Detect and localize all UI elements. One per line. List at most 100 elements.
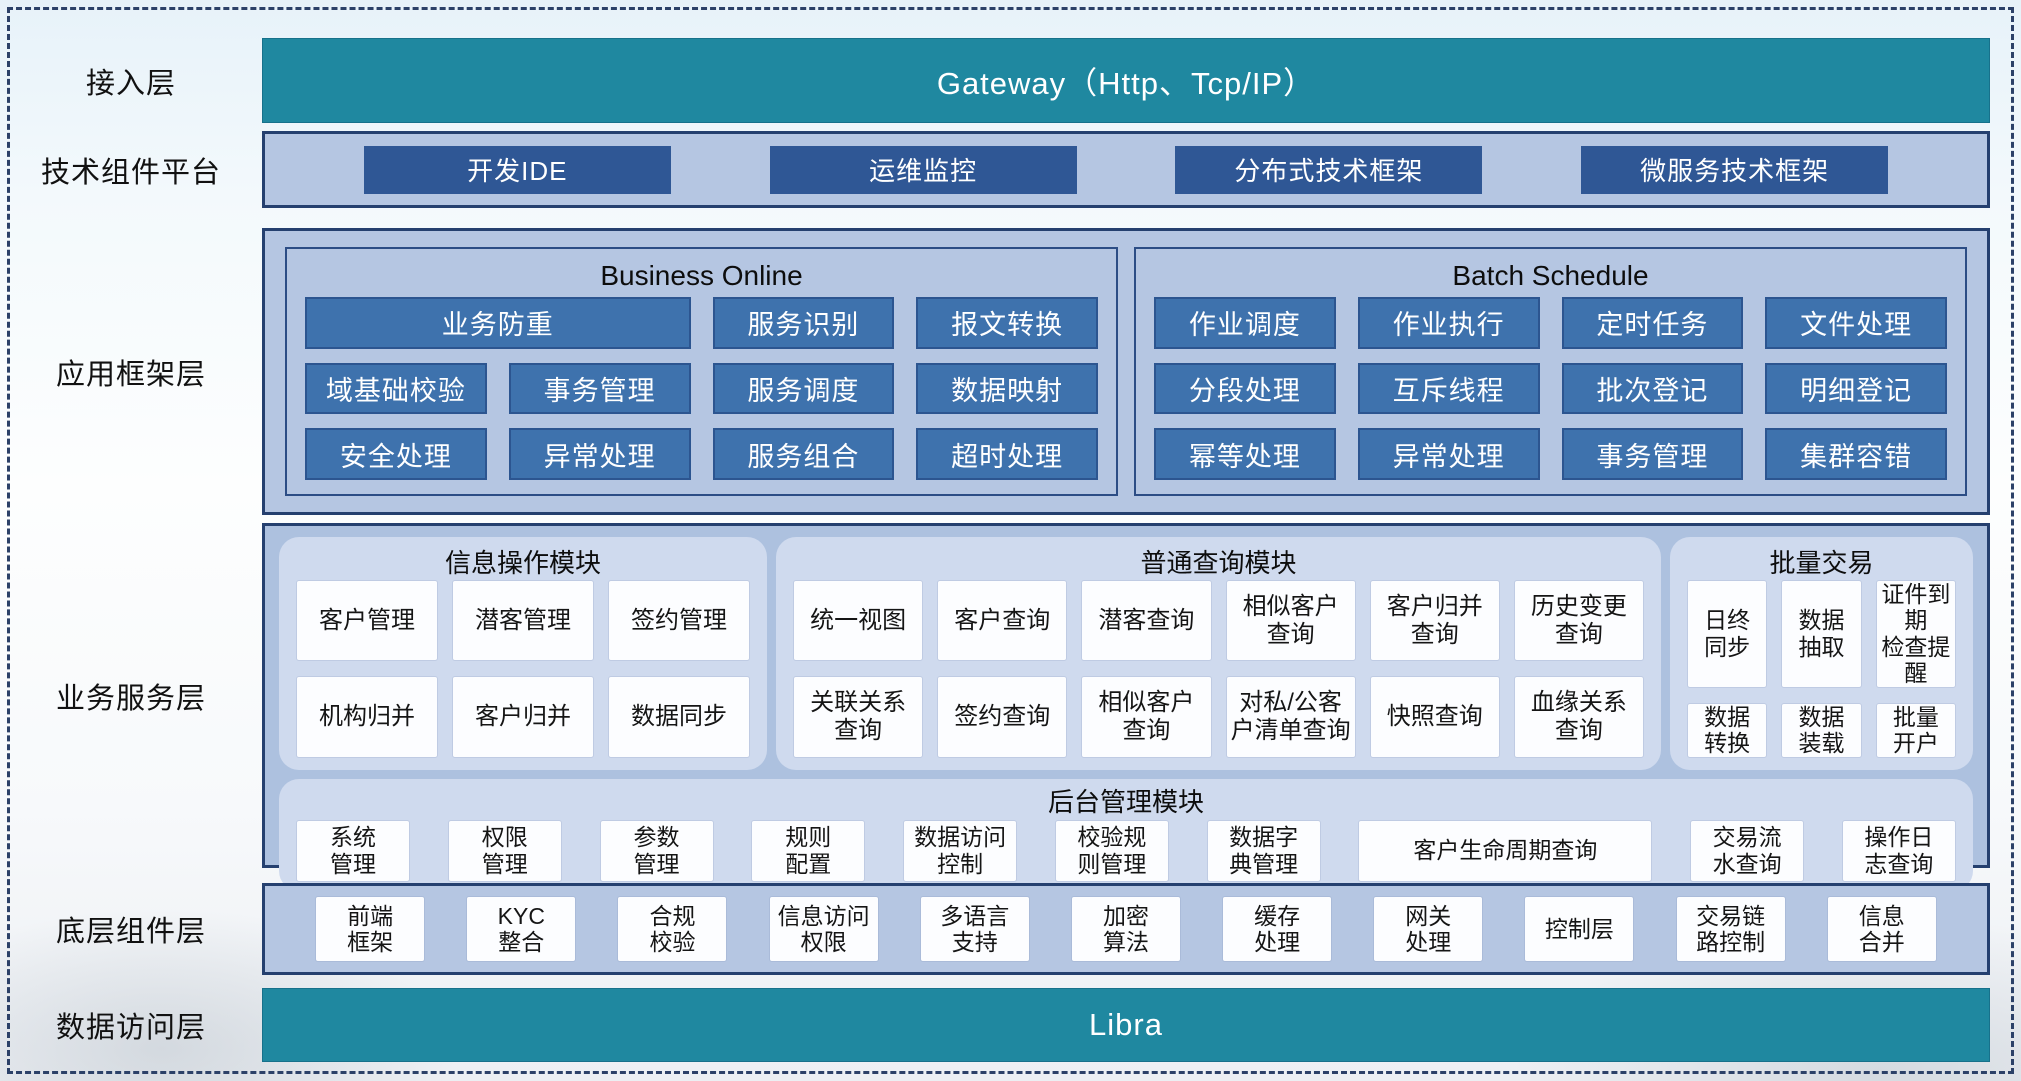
service-cell: 数据同步 xyxy=(609,677,749,757)
general-query-module-title: 普通查询模块 xyxy=(1140,547,1297,578)
admin-management-module: 后台管理模块 系统 管理 权限 管理 参数 管理 规则 配置 数据访问 控制 校… xyxy=(279,778,1973,891)
base-components-row: 底层组件层 前端 框架 KYC 整合 合规 校验 信息访问 权限 多语言 支持 … xyxy=(0,883,2021,975)
service-cell: 系统 管理 xyxy=(297,820,409,881)
service-cell: 潜客管理 xyxy=(453,581,593,661)
service-cell: 关联关系 查询 xyxy=(794,677,923,757)
base-cell: 交易链 路控制 xyxy=(1676,897,1785,961)
tech-item-dev-ide: 开发IDE xyxy=(363,145,671,194)
business-online-panel: Business Online 业务防重 服务识别 报文转换 域基础校验 事务管… xyxy=(285,247,1118,496)
access-layer-row: 接入层 Gateway（Http、Tcp/IP） xyxy=(0,38,2021,123)
app-cell: 定时任务 xyxy=(1561,297,1744,349)
business-service-row: 业务服务层 信息操作模块 客户管理 潜客管理 签约管理 机构归并 客户归并 xyxy=(0,523,2021,891)
app-cell: 超时处理 xyxy=(916,428,1098,480)
base-cell: 加密 算法 xyxy=(1071,897,1180,961)
service-cell: 客户归并 查询 xyxy=(1370,581,1499,661)
info-operation-grid: 客户管理 潜客管理 签约管理 机构归并 客户归并 数据同步 xyxy=(297,581,749,757)
service-cell: 客户归并 xyxy=(453,677,593,757)
info-operation-module-title: 信息操作模块 xyxy=(444,547,601,578)
app-cell: 异常处理 xyxy=(508,428,691,480)
service-cell: 潜客查询 xyxy=(1082,581,1211,661)
service-cell: 血缘关系 查询 xyxy=(1514,677,1643,757)
service-cell: 客户查询 xyxy=(938,581,1067,661)
libra-bar: Libra xyxy=(262,988,1990,1062)
base-components-gutter: 底层组件层 xyxy=(0,883,262,975)
app-cell: 事务管理 xyxy=(1561,428,1744,480)
access-layer-label: 接入层 xyxy=(85,67,176,100)
app-cell: 明细登记 xyxy=(1765,362,1947,415)
business-service-top-band: 信息操作模块 客户管理 潜客管理 签约管理 机构归并 客户归并 数据同步 xyxy=(279,537,1973,770)
service-cell: 数据 抽取 xyxy=(1782,581,1861,687)
base-cell: 信息访问 权限 xyxy=(769,897,878,961)
base-cell: 控制层 xyxy=(1525,897,1634,961)
tech-item-ops-monitor: 运维监控 xyxy=(769,145,1077,194)
batch-schedule-panel: Batch Schedule 作业调度 作业执行 定时任务 文件处理 分段处理 … xyxy=(1134,247,1967,496)
service-cell: 数据字 典管理 xyxy=(1207,820,1320,881)
service-cell: 参数 管理 xyxy=(600,820,713,881)
service-cell: 规则 配置 xyxy=(752,820,865,881)
general-query-module: 普通查询模块 统一视图 客户查询 潜客查询 相似客户 查询 客户归并 查询 历史… xyxy=(776,537,1661,770)
base-cell: 前端 框架 xyxy=(316,897,425,961)
service-cell: 快照查询 xyxy=(1370,677,1499,757)
app-cell: 批次登记 xyxy=(1561,362,1744,415)
service-cell: 客户管理 xyxy=(297,581,437,661)
service-cell: 机构归并 xyxy=(297,677,437,757)
batch-schedule-grid: 作业调度 作业执行 定时任务 文件处理 分段处理 互斥线程 批次登记 明细登记 … xyxy=(1154,297,1947,480)
gateway-bar-label: Gateway（Http、Tcp/IP） xyxy=(936,66,1316,101)
app-framework-gutter: 应用框架层 xyxy=(0,228,262,515)
app-framework-row: 应用框架层 Business Online 业务防重 服务识别 报文转换 域基础… xyxy=(0,228,2021,515)
app-cell: 服务组合 xyxy=(712,428,895,480)
service-cell: 操作日 志查询 xyxy=(1842,820,1955,881)
base-cell: 多语言 支持 xyxy=(920,897,1029,961)
base-components-label: 底层组件层 xyxy=(55,916,206,948)
data-access-row: 数据访问层 Libra xyxy=(0,988,2021,1062)
base-components-panel: 前端 框架 KYC 整合 合规 校验 信息访问 权限 多语言 支持 加密 算法 … xyxy=(262,883,1990,975)
service-cell: 权限 管理 xyxy=(448,820,561,881)
app-framework-panel: Business Online 业务防重 服务识别 报文转换 域基础校验 事务管… xyxy=(262,228,1990,515)
app-cell: 幂等处理 xyxy=(1154,428,1336,480)
service-cell: 数据 转换 xyxy=(1688,703,1767,757)
service-cell: 相似客户 查询 xyxy=(1082,677,1211,757)
business-service-panel: 信息操作模块 客户管理 潜客管理 签约管理 机构归并 客户归并 数据同步 xyxy=(262,523,1990,891)
data-access-label: 数据访问层 xyxy=(55,1012,206,1044)
admin-management-grid: 系统 管理 权限 管理 参数 管理 规则 配置 数据访问 控制 校验规 则管理 … xyxy=(297,820,1955,881)
app-cell: 事务管理 xyxy=(508,362,691,415)
service-cell: 批量 开户 xyxy=(1876,703,1955,757)
tech-platform-gutter: 技术组件平台 xyxy=(0,131,262,208)
service-cell: 相似客户 查询 xyxy=(1226,581,1355,661)
batch-schedule-title: Batch Schedule xyxy=(1452,260,1649,291)
app-cell: 互斥线程 xyxy=(1357,362,1540,415)
data-access-gutter: 数据访问层 xyxy=(0,988,262,1062)
business-service-label: 业务服务层 xyxy=(55,682,206,715)
tech-platform-panel: 开发IDE 运维监控 分布式技术框架 微服务技术框架 xyxy=(262,131,1990,208)
app-cell: 安全处理 xyxy=(305,428,487,480)
service-cell: 历史变更 查询 xyxy=(1514,581,1643,661)
business-service-gutter: 业务服务层 xyxy=(0,523,262,868)
service-cell: 数据 装载 xyxy=(1782,703,1861,757)
access-layer-gutter: 接入层 xyxy=(0,38,262,123)
info-operation-module: 信息操作模块 客户管理 潜客管理 签约管理 机构归并 客户归并 数据同步 xyxy=(279,537,767,770)
service-cell: 签约查询 xyxy=(938,677,1067,757)
service-cell: 数据访问 控制 xyxy=(904,820,1017,881)
app-cell: 作业执行 xyxy=(1357,297,1540,349)
service-cell: 对私/公客 户清单查询 xyxy=(1226,677,1355,757)
tech-item-microservice-framework: 微服务技术框架 xyxy=(1581,145,1889,194)
app-cell: 作业调度 xyxy=(1154,297,1336,349)
batch-transaction-module-title: 批量交易 xyxy=(1769,547,1874,578)
base-cell: 缓存 处理 xyxy=(1223,897,1332,961)
app-cell: 报文转换 xyxy=(916,297,1098,349)
base-cell: 合规 校验 xyxy=(618,897,727,961)
base-cell: KYC 整合 xyxy=(467,897,576,961)
tech-platform-label: 技术组件平台 xyxy=(40,156,221,189)
service-cell: 日终 同步 xyxy=(1688,581,1767,687)
app-cell: 异常处理 xyxy=(1357,428,1540,480)
tech-platform-row: 技术组件平台 开发IDE 运维监控 分布式技术框架 微服务技术框架 xyxy=(0,131,2021,208)
app-cell: 服务调度 xyxy=(712,362,895,415)
service-cell: 交易流 水查询 xyxy=(1691,820,1804,881)
service-cell: 校验规 则管理 xyxy=(1055,820,1168,881)
business-online-grid: 业务防重 服务识别 报文转换 域基础校验 事务管理 服务调度 数据映射 安全处理… xyxy=(305,297,1098,480)
libra-bar-label: Libra xyxy=(1089,1007,1163,1042)
app-cell: 集群容错 xyxy=(1765,428,1947,480)
batch-transaction-module: 批量交易 日终 同步 数据 抽取 证件到期 检查提醒 数据 转换 数据 装载 批… xyxy=(1670,537,1973,770)
service-cell: 签约管理 xyxy=(609,581,749,661)
